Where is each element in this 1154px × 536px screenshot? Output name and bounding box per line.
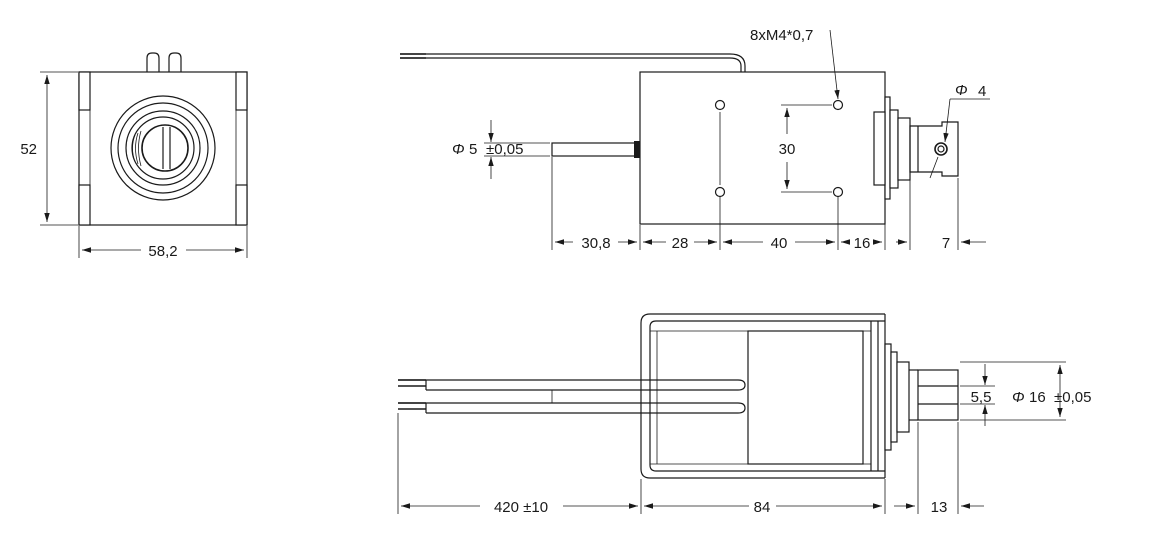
stem-len-label: 7 [942,235,950,252]
hole-dia-symbol: Φ [955,82,968,99]
shaft-dia-symbol: Φ [452,141,465,158]
end-height-label: 52 [20,141,37,158]
plunger-ext-label: 30,8 [581,235,610,252]
boss-dia-symbol: Φ [1012,389,1025,406]
pitch-a-label: 28 [672,235,689,252]
top-view: 30 8xM4*0,7 Φ 4 Φ 5 ±0,05 30,8 28 [400,27,990,252]
pitch-c-label: 16 [854,235,871,252]
shaft-tol-label: ±0,05 [486,141,523,158]
shaft-dia-label: 5 [469,141,477,158]
lead-len-label: 420 ±10 [494,499,548,516]
boss-dia-label: 16 [1029,389,1046,406]
hole-spacing-label: 30 [779,141,796,158]
boss-len-label: 13 [931,499,948,516]
pitch-b-label: 40 [771,235,788,252]
end-view: 52 58,2 [20,52,248,260]
hole-dia-label: 4 [978,83,986,100]
body-len-label: 84 [754,499,771,516]
end-width-label: 58,2 [148,243,177,260]
boss-tol-label: ±0,05 [1054,389,1091,406]
flat-label: 5,5 [971,389,992,406]
thread-label: 8xM4*0,7 [750,27,813,44]
side-view: 5,5 Φ 16 ±0,05 420 ±10 84 13 [397,313,1091,516]
